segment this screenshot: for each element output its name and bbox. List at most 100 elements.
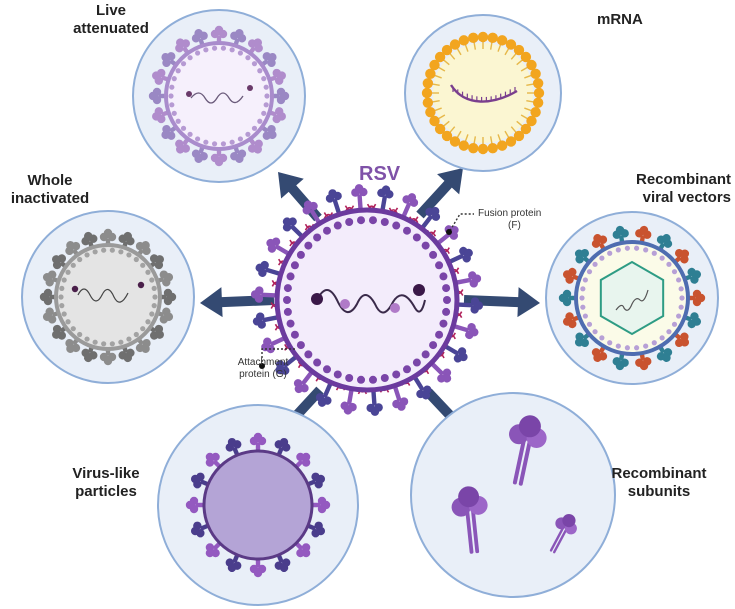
membrane-bead [251, 61, 258, 67]
lipid-head [532, 97, 544, 108]
lipid-tail [442, 120, 450, 127]
panels-layer [21, 9, 719, 606]
matrix-bead [368, 375, 377, 384]
matrix-bead [323, 226, 331, 235]
membrane-bead [187, 55, 193, 61]
membrane-bead [586, 321, 593, 327]
membrane-bead [84, 336, 90, 342]
lipid-tail [510, 126, 517, 134]
membrane-bead [586, 269, 593, 275]
membrane-bead [245, 55, 251, 61]
membrane-bead [180, 61, 187, 67]
spike-icon [670, 329, 690, 348]
matrix-bead [283, 284, 292, 293]
panel-recombinant-subunits [410, 392, 616, 598]
membrane-bead [168, 93, 174, 99]
lipid-tail [433, 107, 442, 112]
membrane-bead [77, 256, 83, 263]
membrane-bead [70, 326, 76, 332]
matrix-bead [442, 307, 451, 316]
matrix-bead [439, 272, 448, 281]
lipid-tail [442, 59, 450, 66]
membrane-bead [651, 340, 657, 346]
matrix-bead [313, 233, 322, 242]
membrane-bead [263, 84, 269, 90]
lipid-tail [449, 126, 456, 134]
panel-mrna [404, 14, 562, 172]
lipid-head [520, 123, 532, 135]
rna-strand [190, 92, 244, 104]
vlp-body [202, 449, 314, 561]
lnp-core [433, 43, 533, 143]
membrane-bead [592, 261, 598, 267]
lipid-head [468, 32, 479, 44]
membrane-bead [70, 262, 76, 268]
matrix-bead [442, 284, 451, 293]
attachment-leader-line [261, 348, 296, 366]
fusion-leader-line [447, 213, 474, 235]
panel-recombinant-viral-vectors [545, 211, 719, 385]
polymerase-icon [340, 299, 350, 309]
arrow-to-mrna [416, 168, 463, 219]
membrane-bead [264, 93, 270, 99]
membrane-bead [607, 250, 613, 256]
lipid-tail [524, 107, 533, 112]
lipid-head [505, 136, 517, 147]
matrix-bead [323, 365, 331, 374]
lipid-head [434, 51, 446, 63]
lipid-tail [437, 114, 446, 120]
membrane-bead [634, 245, 640, 251]
rna-end [71, 285, 79, 293]
membrane-bead [678, 304, 684, 310]
membrane-bead [203, 47, 209, 53]
arrow-to-viral-vectors [463, 287, 540, 318]
membrane-bead [624, 345, 630, 351]
label-line2: viral vectors [642, 189, 731, 206]
membrane-bead [61, 277, 67, 283]
viral-envelope [274, 207, 460, 393]
rna-end [247, 85, 253, 91]
lipid-head [513, 44, 525, 56]
membrane-bead [615, 247, 621, 253]
membrane-bead [59, 285, 65, 291]
membrane-bead [671, 321, 678, 327]
membrane-bead [666, 329, 672, 335]
membrane-bead [624, 245, 630, 251]
lipid-tail [504, 130, 510, 139]
label-line1: Whole [27, 172, 73, 189]
matrix-bead [290, 330, 299, 339]
lipid-head [421, 87, 433, 99]
attachment-label-line1: Attachment [237, 357, 289, 368]
lipid-head [441, 44, 453, 56]
label-recombinant-viral-vectors: Recombinant viral vectors [600, 171, 731, 207]
membrane-bead [169, 84, 175, 90]
lipid-tail [510, 52, 517, 60]
rna-genome [316, 289, 426, 314]
membrane-bead [676, 313, 682, 319]
rna-end [186, 91, 192, 97]
membrane-bead [261, 76, 267, 82]
membrane-bead [187, 131, 193, 137]
rna-strand [77, 288, 129, 303]
membrane-bead [671, 269, 678, 275]
matrix-bead [421, 241, 430, 250]
mrna-strand [449, 84, 518, 103]
membrane-bead [582, 313, 588, 319]
spike-icon [175, 134, 192, 154]
lipid-head [526, 115, 537, 127]
membrane-bead [169, 102, 175, 108]
membrane-bead [659, 335, 665, 341]
matrix-bead [412, 358, 421, 367]
lipid-head [496, 140, 508, 151]
membrane-bead [145, 269, 151, 275]
membrane-bead [151, 285, 157, 291]
lipid-head [441, 130, 453, 142]
lipid-head [487, 32, 498, 44]
lipid-head [533, 87, 545, 99]
lipid-head [449, 136, 461, 147]
membrane-bead [634, 345, 640, 351]
attachment-label-line2: protein (G) [239, 369, 287, 380]
membrane-bead [678, 286, 684, 292]
lipid-tail [497, 43, 502, 52]
label-line2: attenuated [73, 20, 149, 37]
